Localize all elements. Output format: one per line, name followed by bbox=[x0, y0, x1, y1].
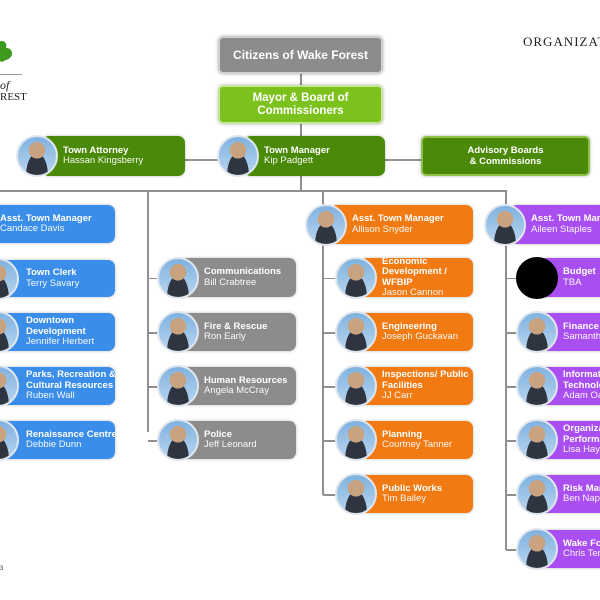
node-person-name: Candace Davis bbox=[0, 223, 65, 234]
connector bbox=[0, 190, 506, 192]
node-title: Town Manager bbox=[264, 144, 330, 156]
mayor-board-box[interactable]: Mayor & Board of Commissioners bbox=[218, 85, 383, 124]
node-person-name: Ron Early bbox=[204, 331, 246, 342]
node-person-name: Samanth bbox=[563, 331, 600, 342]
person-photo bbox=[157, 311, 199, 353]
node-title: Economic Development / WFBIP bbox=[382, 258, 447, 288]
person-photo bbox=[335, 473, 377, 515]
node-title: Organiza Performa bbox=[563, 423, 600, 445]
node-title: Planning bbox=[382, 428, 423, 440]
node-title: Asst. Town Manager bbox=[0, 212, 92, 224]
node-title: Downtown Development bbox=[26, 315, 86, 337]
connector bbox=[147, 190, 149, 432]
node-title: Asst. Town Man bbox=[531, 213, 600, 224]
node-title: Human Resources bbox=[204, 374, 288, 386]
node-person-name: Jason Cannon bbox=[382, 287, 444, 297]
node-title: Inspections/ Public Facilities bbox=[382, 369, 469, 391]
node-title: Public Works bbox=[382, 482, 443, 494]
citizens-box[interactable]: Citizens of Wake Forest bbox=[218, 36, 383, 74]
node-title: Communications bbox=[204, 266, 282, 277]
node-title: Parks, Recreation & Cultural Resources bbox=[26, 369, 115, 391]
node-person-name: JJ Carr bbox=[382, 390, 413, 402]
person-photo bbox=[516, 528, 558, 570]
node-person-name: Angela McCray bbox=[204, 385, 269, 396]
person-photo bbox=[516, 473, 558, 515]
node-person-name: Kip Padgett bbox=[264, 155, 314, 166]
node-person-name: Allison Snyder bbox=[352, 223, 413, 235]
node-title: Renaissance Centre bbox=[26, 428, 115, 440]
node-title: Fire & Rescue bbox=[204, 320, 268, 332]
person-photo bbox=[217, 135, 259, 177]
node-person-name: Chris Ter bbox=[563, 548, 600, 559]
node-person-name: Lisa Hay bbox=[563, 444, 600, 456]
person-photo bbox=[335, 365, 377, 407]
node-person-name: Bill Crabtree bbox=[204, 276, 257, 288]
node-person-name: Ruben Wall bbox=[26, 390, 75, 402]
node-person-name: Hassan Kingsberry bbox=[63, 155, 144, 166]
node-person-name: Adam Oa bbox=[563, 390, 600, 402]
page-title: ORGANIZAT bbox=[523, 34, 600, 49]
node-person-name: Aileen Staples bbox=[531, 223, 592, 235]
node-person-name: Courtney Tanner bbox=[382, 439, 453, 450]
person-photo bbox=[157, 256, 199, 299]
node-title: Engineering bbox=[382, 320, 437, 332]
person-photo bbox=[335, 256, 377, 299]
person-photo bbox=[157, 365, 199, 407]
logo-text-rest: REST bbox=[0, 91, 27, 103]
person-photo bbox=[516, 365, 558, 407]
photo-placeholder bbox=[516, 256, 558, 299]
person-photo bbox=[516, 311, 558, 353]
node-title: Finance bbox=[563, 320, 599, 332]
node-title: Town Attorney bbox=[63, 144, 129, 156]
person-photo bbox=[157, 419, 199, 461]
node-person-name: Jeff Leonard bbox=[204, 439, 257, 450]
person-photo bbox=[335, 419, 377, 461]
connector bbox=[300, 74, 302, 190]
node-title: Risk Man bbox=[563, 482, 600, 494]
node-person-name: Ben Nap bbox=[563, 493, 600, 504]
person-photo bbox=[305, 203, 347, 246]
node-title: Asst. Town Manager bbox=[352, 213, 444, 224]
node-title: Wake Fo bbox=[563, 537, 600, 549]
node-person-name: Joseph Guckavan bbox=[382, 331, 459, 342]
node-title: Police bbox=[204, 428, 232, 440]
node-person-name: Debbie Dunn bbox=[26, 439, 82, 450]
node-person-name: TBA bbox=[563, 276, 582, 288]
connector bbox=[322, 190, 324, 495]
person-photo bbox=[484, 203, 526, 246]
page-number: 3 bbox=[0, 566, 4, 572]
tree-logo-icon bbox=[0, 41, 12, 62]
person-photo bbox=[16, 135, 58, 177]
node-person-name: Tim Bailey bbox=[382, 493, 426, 504]
node-person-name: Jennifer Herbert bbox=[26, 336, 95, 348]
node-person-name: Terry Savary bbox=[26, 277, 80, 289]
advisory-boards-box[interactable]: Advisory Boards & Commissions bbox=[421, 136, 590, 176]
logo-text-of: of bbox=[0, 78, 10, 92]
person-photo bbox=[335, 311, 377, 353]
node-title: Town Clerk bbox=[26, 267, 77, 278]
node-title: Budget bbox=[563, 266, 596, 277]
connector bbox=[505, 190, 507, 550]
person-photo bbox=[516, 419, 558, 461]
node-title: Informati Technolo bbox=[563, 369, 600, 391]
